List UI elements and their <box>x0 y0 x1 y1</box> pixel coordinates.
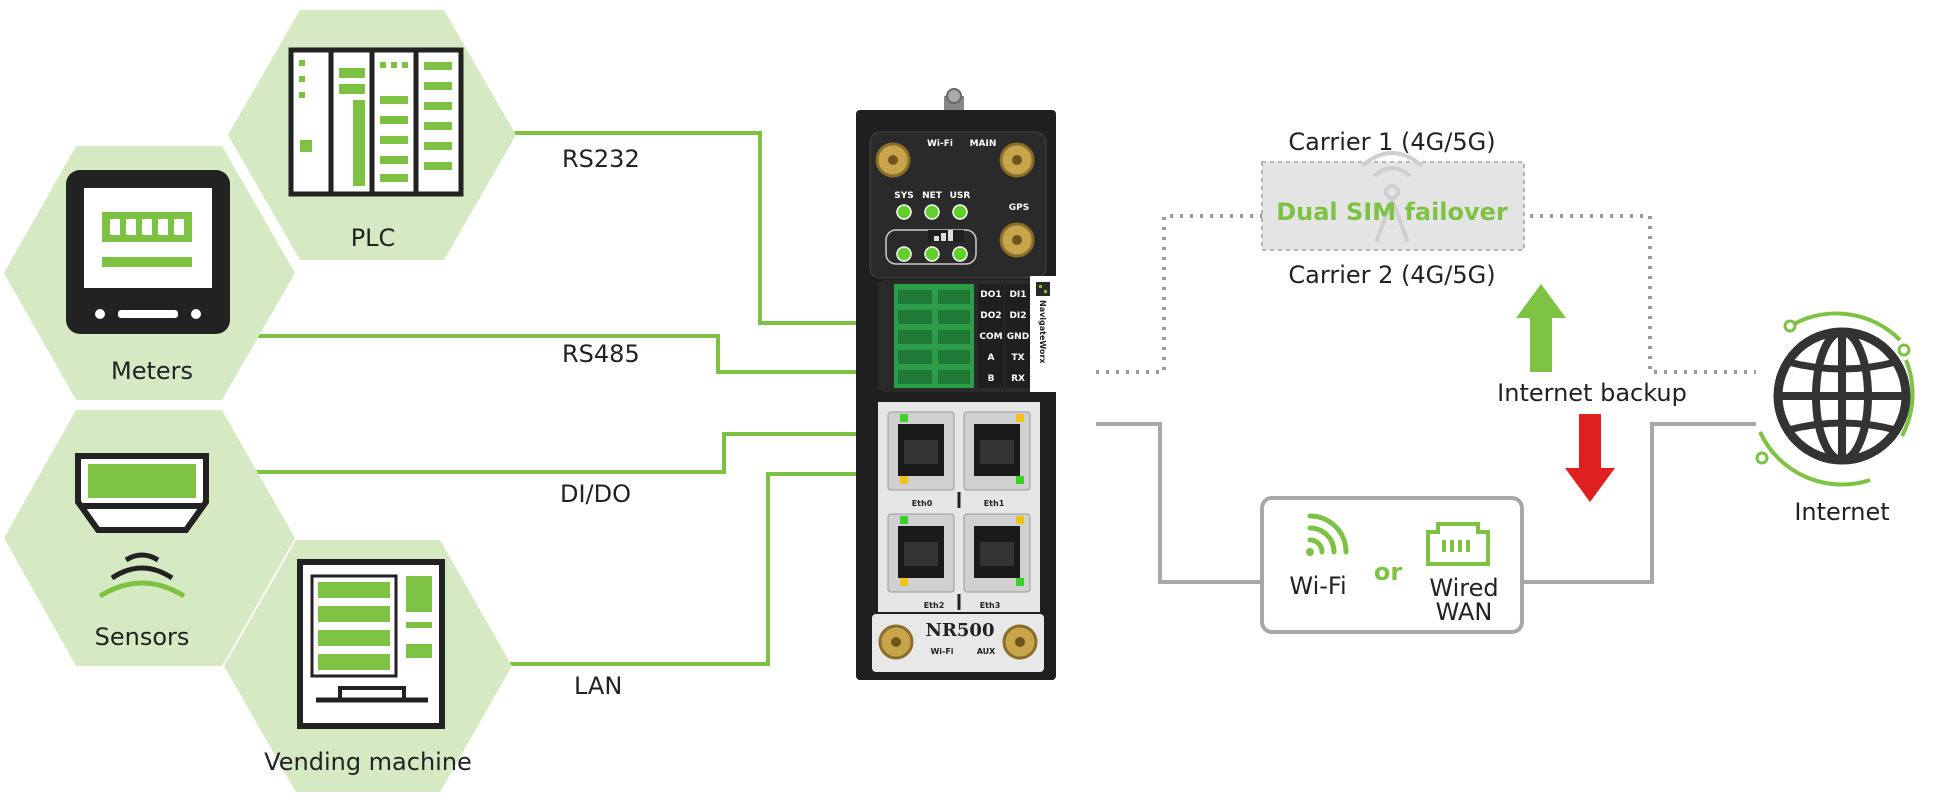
gps-text: GPS <box>1009 203 1029 213</box>
vending-machine-icon <box>297 559 445 729</box>
green-connection-lines <box>252 131 858 666</box>
eth2-port <box>887 513 955 593</box>
eth2-label: Eth2 <box>924 601 945 610</box>
io-pin-gnd: GND <box>1007 332 1029 342</box>
gray-wan-line-left <box>1096 422 1262 584</box>
led-usr-text: USR <box>950 191 971 201</box>
internet-label: Internet <box>1794 498 1889 526</box>
led-signal-2 <box>924 246 940 262</box>
led-signal-3 <box>952 246 968 262</box>
down-arrow-red <box>1565 414 1615 502</box>
io-pin-com: COM <box>979 332 1002 342</box>
dual-sim-label: Dual SIM failover <box>1276 198 1508 226</box>
io-pin-b: B <box>988 374 995 384</box>
carrier2-label: Carrier 2 (4G/5G) <box>1288 261 1495 289</box>
io-pin-di2: DI2 <box>1009 311 1026 321</box>
io-pin-a: A <box>988 353 995 363</box>
eth3-label: Eth3 <box>980 601 1001 610</box>
io-pin-do1: DO1 <box>980 290 1001 300</box>
eth0-port <box>887 411 955 491</box>
led-sys <box>896 204 912 220</box>
dido-label: DI/DO <box>560 480 631 508</box>
brand-text: NavigateWorx <box>1038 300 1047 364</box>
wifi-bottom-text: Wi-Fi <box>930 647 953 656</box>
wan-box <box>1260 496 1524 634</box>
rs232-label: RS232 <box>562 145 640 173</box>
io-pin-rx: RX <box>1011 374 1025 384</box>
aux-text: AUX <box>977 647 996 656</box>
led-usr <box>952 204 968 220</box>
led-sys-text: SYS <box>894 191 913 201</box>
wired-label-line2: WAN <box>1436 598 1493 626</box>
rs232-line <box>505 131 858 325</box>
up-arrow-green <box>1516 284 1566 372</box>
eth1-port <box>963 411 1031 491</box>
rs485-label: RS485 <box>562 340 640 368</box>
dotted-internet-line <box>1530 214 1756 374</box>
wifi-icon <box>1306 513 1349 556</box>
wifi-label: Wi-Fi <box>1289 572 1346 600</box>
or-label: or <box>1374 558 1402 586</box>
cell-tower-icon <box>1360 151 1424 243</box>
main-text: MAIN <box>970 139 997 149</box>
plc-icon <box>288 47 464 197</box>
wifi-top-text: Wi-Fi <box>927 139 953 149</box>
meter-icon <box>66 170 230 334</box>
internet-backup-label: Internet backup <box>1497 379 1687 407</box>
gray-wan-line-right <box>1522 422 1756 584</box>
led-net-text: NET <box>922 191 943 201</box>
io-pin-tx: TX <box>1011 353 1024 363</box>
rs485-line <box>258 334 858 374</box>
router-nr500: Wi-Fi MAIN GPS SYS NET USR DO1 DI1 <box>856 88 1056 680</box>
eth3-port <box>963 513 1031 593</box>
lan-line <box>505 472 858 666</box>
io-pin-do2: DO2 <box>980 311 1001 321</box>
meters-label: Meters <box>111 357 193 385</box>
ethernet-port-icon <box>1426 522 1490 566</box>
plc-label: PLC <box>351 224 396 252</box>
internet-globe-icon <box>1755 311 1915 487</box>
led-net <box>924 204 940 220</box>
vending-label: Vending machine <box>264 748 472 776</box>
eth0-label: Eth0 <box>912 499 933 508</box>
sensor-icon <box>75 453 209 599</box>
sensors-label: Sensors <box>95 623 190 651</box>
eth1-label: Eth1 <box>984 499 1005 508</box>
dido-line <box>252 432 858 474</box>
brand-logo <box>1036 282 1050 296</box>
model-label: NR500 <box>926 620 995 641</box>
io-pin-di1: DI1 <box>1009 290 1026 300</box>
lan-label: LAN <box>574 672 622 700</box>
wired-label-line1: Wired <box>1429 574 1498 602</box>
led-signal-1 <box>896 246 912 262</box>
dotted-cellular-line <box>1096 214 1262 374</box>
